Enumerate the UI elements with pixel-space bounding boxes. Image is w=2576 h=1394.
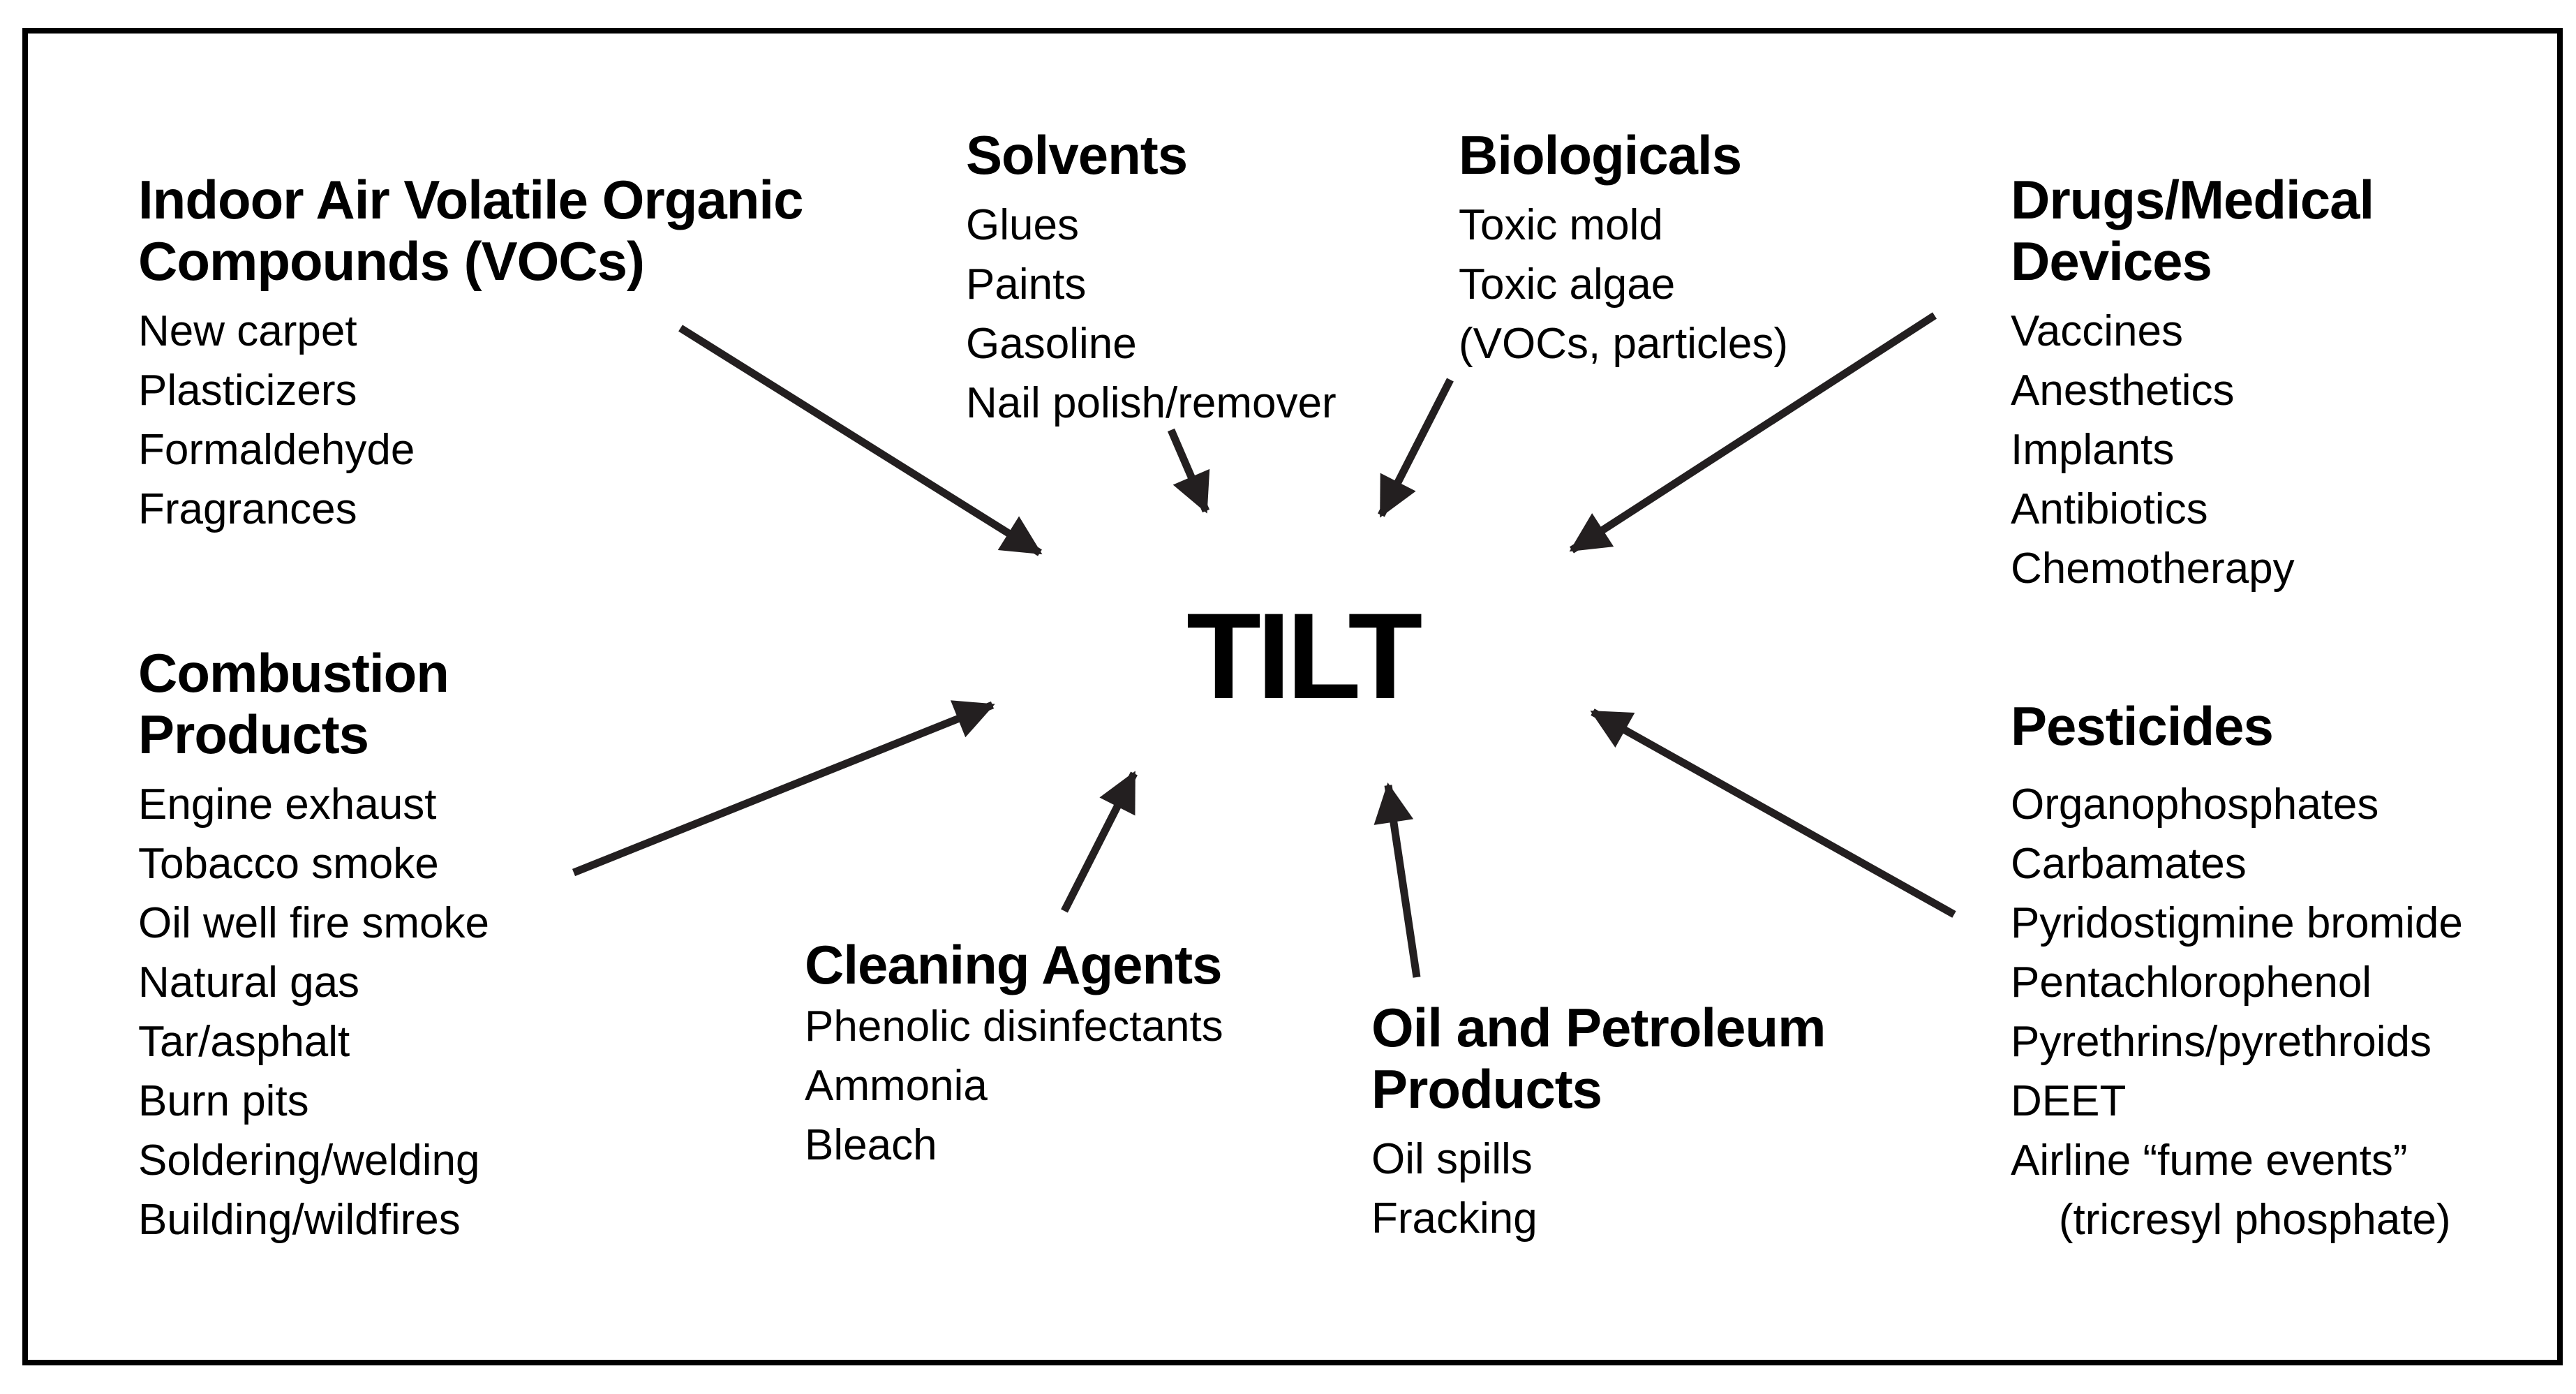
list-item: Tar/asphalt — [138, 1018, 350, 1066]
list-item: Pyridostigmine bromide — [2011, 899, 2463, 947]
arrow-solvents-to-tilt — [1167, 428, 1210, 514]
arrow-cleaning-to-tilt — [1061, 771, 1138, 913]
list-item: Phenolic disinfectants — [805, 1002, 1223, 1051]
group-heading: Pesticides — [2011, 695, 2274, 757]
list-item: Burn pits — [138, 1077, 309, 1125]
list-item: Toxic algae — [1459, 260, 1676, 309]
list-item: Implants — [2011, 426, 2175, 474]
diagram-border — [22, 28, 2563, 1365]
list-item: Paints — [966, 260, 1087, 309]
list-item: Carbamates — [2011, 840, 2247, 888]
list-item: Airline “fume events” — [2011, 1136, 2408, 1185]
list-item: Vaccines — [2011, 307, 2183, 355]
arrow-pesticides-to-tilt — [1590, 709, 1956, 918]
list-item: Formaldehyde — [138, 426, 415, 474]
list-item: Anesthetics — [2011, 366, 2235, 415]
list-item: Building/wildfires — [138, 1196, 461, 1244]
list-item: DEET — [2011, 1077, 2127, 1125]
list-item: (VOCs, particles) — [1459, 320, 1788, 368]
list-item: Fracking — [1371, 1194, 1538, 1243]
list-item: Antibiotics — [2011, 485, 2208, 533]
list-item: Organophosphates — [2011, 780, 2379, 829]
list-item: Pyrethrins/pyrethroids — [2011, 1018, 2432, 1066]
arrow-combustion-to-tilt — [572, 700, 995, 877]
group-heading: Combustion Products — [138, 642, 449, 765]
list-item: Pentachlorophenol — [2011, 958, 2372, 1007]
list-item: Fragrances — [138, 485, 357, 533]
list-item: Glues — [966, 201, 1079, 249]
group-heading: Drugs/Medical Devices — [2011, 169, 2374, 292]
arrow-voc-to-tilt — [678, 325, 1043, 556]
list-item: Bleach — [805, 1121, 937, 1169]
group-heading: Cleaning Agents — [805, 934, 1223, 995]
list-item: New carpet — [138, 307, 357, 355]
list-item: Oil well fire smoke — [138, 899, 489, 947]
group-heading: Biologicals — [1459, 124, 1742, 186]
list-item: Oil spills — [1371, 1135, 1533, 1183]
group-heading: Indoor Air Volatile Organic Compounds (V… — [138, 169, 803, 292]
list-item: Soldering/welding — [138, 1136, 480, 1185]
list-item: Gasoline — [966, 320, 1137, 368]
list-item: Natural gas — [138, 958, 360, 1007]
list-item: Chemotherapy — [2011, 544, 2295, 593]
group-indoor-air-vocs: Indoor Air Volatile Organic Compounds (V… — [138, 169, 1045, 533]
center-label-tilt: TILT — [1186, 588, 1422, 725]
group-heading: Oil and Petroleum Products — [1371, 997, 1826, 1120]
list-item: Ammonia — [805, 1062, 988, 1110]
list-item: Toxic mold — [1459, 201, 1663, 249]
arrow-biologicals-to-tilt — [1378, 378, 1454, 518]
arrow-drugs-to-tilt — [1569, 312, 1937, 554]
list-item: Plasticizers — [138, 366, 357, 415]
list-item: Engine exhaust — [138, 780, 437, 829]
list-item: (tricresyl phosphate) — [2011, 1196, 2451, 1244]
list-item: Nail polish/remover — [966, 379, 1337, 427]
group-heading: Solvents — [966, 124, 1188, 186]
list-item: Tobacco smoke — [138, 840, 439, 888]
arrow-oil-to-tilt — [1373, 783, 1421, 978]
